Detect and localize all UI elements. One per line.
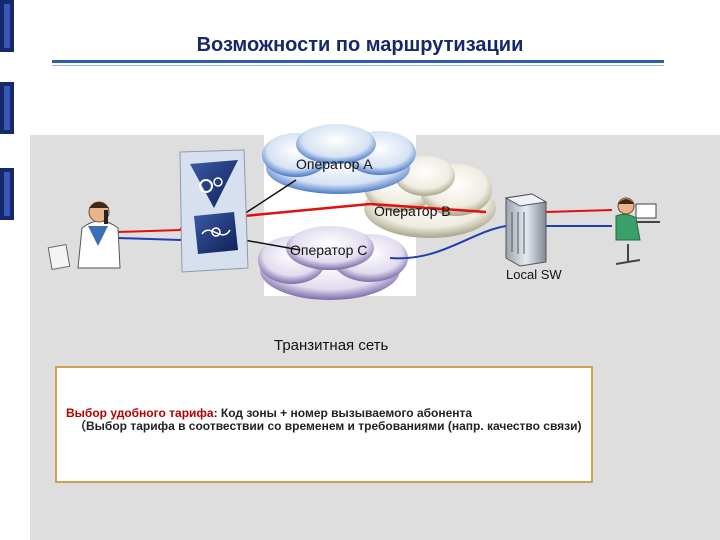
title-underline-thin [52, 65, 664, 66]
cloud-operator-a [262, 124, 416, 194]
cloud-operator-c [258, 226, 408, 300]
page-title: Возможности по маршрутизации [196, 34, 524, 56]
local-switch-rack-icon [504, 193, 548, 267]
router-switch-icon [179, 149, 249, 273]
label-local-sw: Local SW [506, 267, 562, 282]
connection-lines [117, 179, 613, 260]
title-underline [52, 60, 664, 63]
caller-person-icon [47, 201, 121, 270]
label-operator-b: Оператор B [374, 203, 451, 219]
label-operator-a: Оператор A [296, 156, 373, 172]
label-operator-c: Оператор C [290, 242, 368, 258]
tariff-highlight: Выбор удобного тарифа [66, 406, 214, 420]
edge-bar-1 [0, 0, 14, 52]
tariff-info-box: Выбор удобного тарифа: Код зоны + номер … [55, 366, 593, 483]
edge-bar-2 [0, 82, 14, 134]
callee-person-icon [615, 197, 660, 265]
edge-bar-3 [0, 168, 14, 220]
tariff-line2: （Выбор тарифа в соотвествии со временем … [74, 419, 582, 433]
tariff-line1: : Код зоны + номер вызываемого абонента [213, 406, 473, 420]
label-transit-network: Транзитная сеть [274, 337, 389, 354]
